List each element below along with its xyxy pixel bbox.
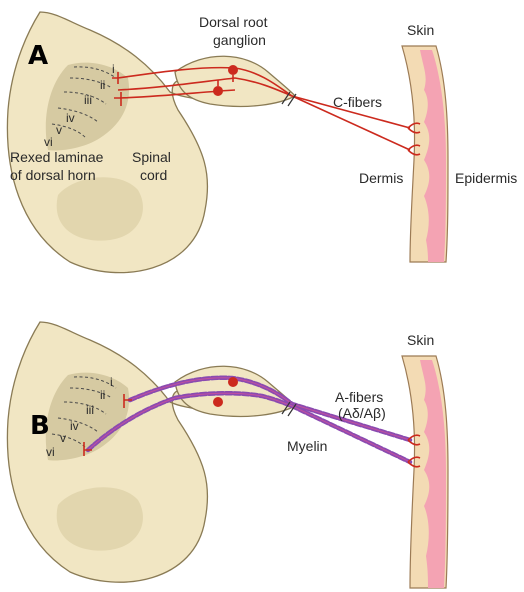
dorsal-root-ganglion-a: [175, 56, 295, 106]
myelin-label-b: Myelin: [287, 438, 327, 454]
gray-matter-a: [57, 177, 143, 240]
rexed-laminae-label-a-line1: Rexed laminae: [10, 149, 104, 165]
lamina-label-b-i: i: [110, 375, 113, 389]
dermis-label-a: Dermis: [359, 170, 403, 186]
lamina-label-a-v: v: [56, 123, 62, 137]
skin-label-a: Skin: [407, 22, 434, 38]
ganglion-cell-b-1: [228, 377, 238, 387]
panel-a: i ii iii iv v vi A Dorsal root ganglion …: [7, 12, 517, 273]
lamina-label-b-iv: iv: [70, 419, 79, 433]
lamina-label-a-vi: vi: [44, 135, 53, 149]
a-fibers-label-b-line2: (Aδ/Aβ): [338, 405, 386, 421]
lamina-label-a-iv: iv: [66, 111, 75, 125]
ganglion-cell-a-1: [228, 65, 238, 75]
skin-label-b: Skin: [407, 332, 434, 348]
lamina-label-b-ii: ii: [100, 388, 105, 402]
panel-letter-b: B: [30, 411, 50, 441]
ganglion-cell-a-2: [213, 86, 223, 96]
lamina-label-b-iii: iii: [86, 403, 94, 417]
ganglion-cell-b-2: [213, 397, 223, 407]
lamina-label-a-i: i: [112, 62, 115, 76]
spinal-cord-label-a-line1: Spinal: [132, 149, 171, 165]
panel-b: i ii iii iv v vi B Skin A-fibers (Aδ/Aβ)…: [7, 322, 448, 588]
lamina-label-b-vi: vi: [46, 445, 55, 459]
a-fibers-label-b-line1: A-fibers: [335, 389, 383, 405]
gray-matter-b: [57, 487, 143, 550]
lamina-label-a-iii: iii: [84, 93, 92, 107]
dorsal-root-ganglion-label-a-line1: Dorsal root: [199, 14, 268, 30]
spinal-cord-label-a-line2: cord: [140, 167, 167, 183]
rexed-laminae-label-a-line2: of dorsal horn: [10, 167, 96, 183]
epidermis-label-a: Epidermis: [455, 170, 517, 186]
lamina-label-a-ii: ii: [100, 78, 105, 92]
panel-letter-a: A: [28, 41, 48, 71]
dorsal-root-ganglion-label-a-line2: ganglion: [213, 32, 266, 48]
lamina-label-b-v: v: [60, 431, 66, 445]
c-fibers-label-a: C-fibers: [333, 94, 382, 110]
